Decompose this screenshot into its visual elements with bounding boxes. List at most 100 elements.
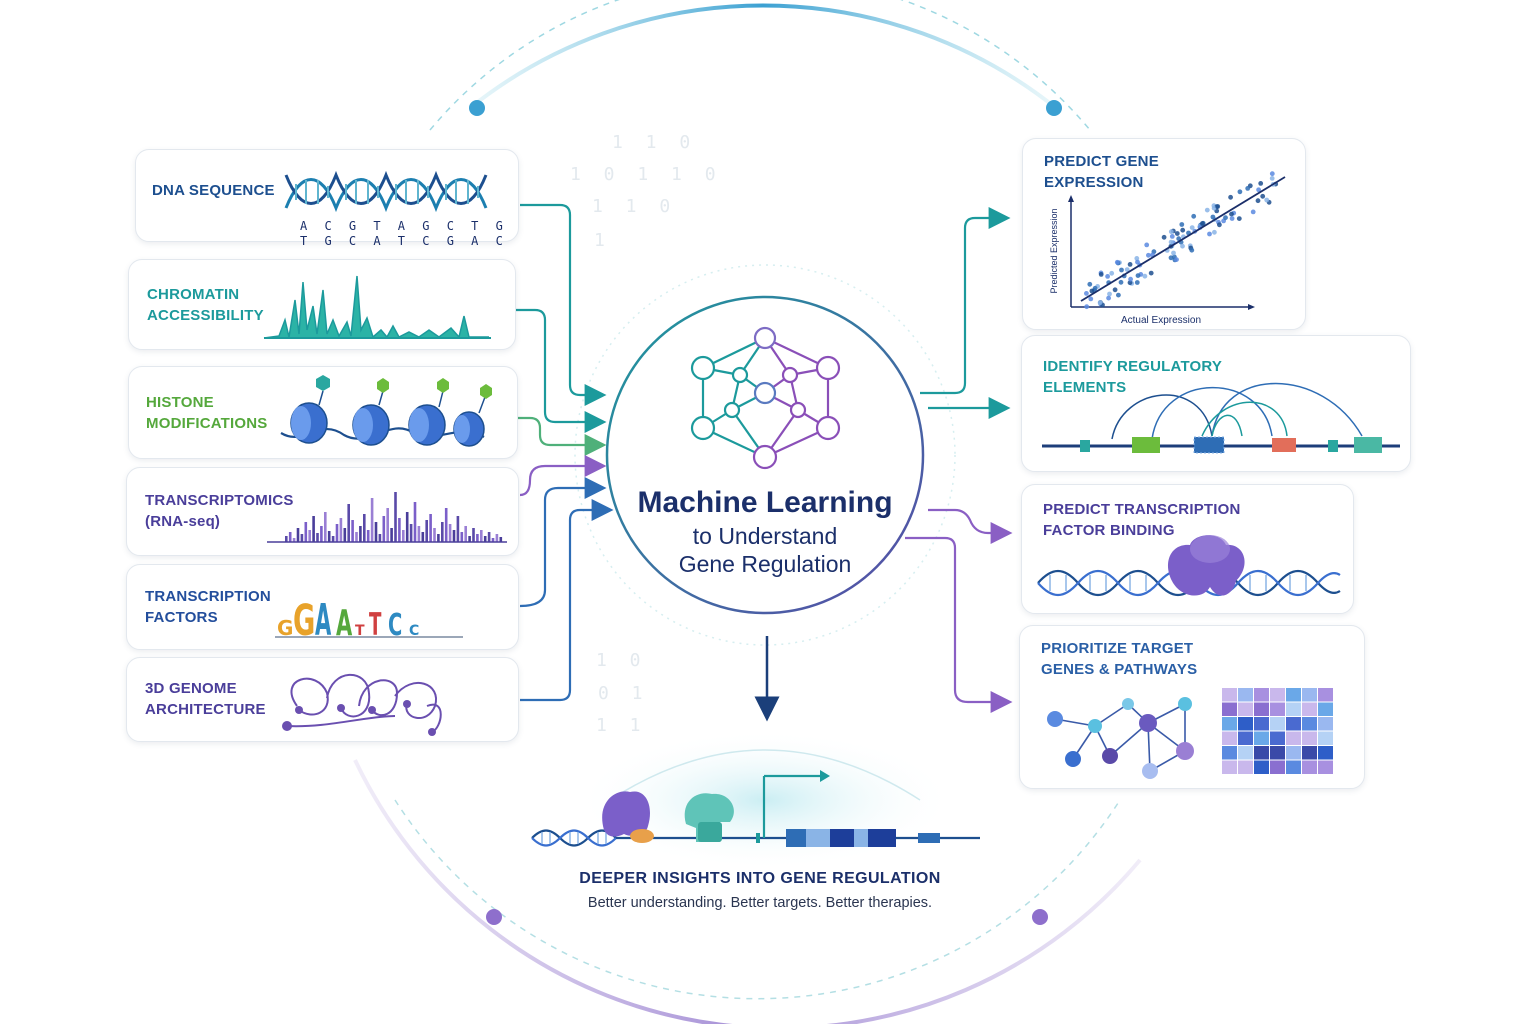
binary-decoration: 0 1 [598,683,649,704]
rna-seq-bar [441,522,444,542]
input-card-3d-genome: 3D GENOME ARCHITECTURE [126,657,519,742]
scatter-point [1191,213,1197,219]
heatmap-cell [1318,760,1333,774]
motif-letter: A [336,602,352,644]
heatmap-cell [1254,702,1269,716]
scatter-point [1148,270,1154,276]
scatter-point [1087,281,1093,287]
input-card-transcription-factors: TRANSCRIPTION FACTORS G G A A T T C C [126,564,519,650]
scatter-point [1168,239,1174,245]
scatter-point [1200,221,1205,226]
input-card-chromatin-accessibility: CHROMATIN ACCESSIBILITY [128,259,516,350]
rna-seq-bar [480,530,483,542]
rna-seq-bar [308,530,311,542]
regulatory-elements-track [1042,382,1400,454]
rna-seq-bar [339,518,343,542]
footer-title: DEEPER INSIGHTS INTO GENE REGULATION [579,870,941,887]
scatter-point [1260,193,1266,199]
scatter-point [1189,247,1195,253]
heatmap-cell [1302,702,1317,716]
input-card-histone-modifications: HISTONE MODIFICATIONS [128,366,518,459]
heatmap-cell [1302,731,1317,745]
binary-decoration: 1 1 [596,715,647,736]
rna-seq-bar [464,526,467,542]
heatmap-cell [1318,717,1333,731]
rna-seq-bar [324,512,327,542]
card-label: 3D GENOME ARCHITECTURE [145,680,266,718]
heatmap-cell [1254,746,1269,760]
heatmap-cell [1318,731,1333,745]
rna-seq-bar [363,514,366,542]
rna-seq-bar [444,508,448,542]
gene-regulation-illustration [531,770,980,847]
heatmap-cell [1222,688,1237,702]
rna-seq-bar [355,532,358,542]
rna-seq-bar [402,530,405,542]
card-label: TRANSCRIPTION FACTORS [145,588,271,626]
input-card-transcriptomics: TRANSCRIPTOMICS (RNA-seq) [126,467,519,556]
heatmap-cell [1318,702,1333,716]
binary-decoration: 1 [594,230,611,251]
scatter-point [1089,288,1095,294]
scatter-point [1212,229,1217,235]
sequence-logo-icon: G G A A T T C C [275,596,463,646]
scatter-point [1097,300,1103,306]
heatmap-cell [1286,717,1301,731]
heatmap-cell [1286,688,1301,702]
scatter-point [1229,216,1235,221]
rna-seq-bar [472,528,475,542]
footer-subtitle: Better understanding. Better targets. Be… [587,895,933,911]
heatmap-cell [1222,746,1237,760]
heatmap-cell [1238,688,1253,702]
scatter-point [1264,197,1270,203]
scatter-point [1258,181,1264,186]
scatter-point [1174,257,1179,262]
rna-seq-bar [433,528,436,542]
rna-seq-bar [452,530,456,542]
card-label: DNA SEQUENCE [152,182,275,199]
rna-seq-bar [413,502,417,542]
heatmap-cell [1270,760,1285,774]
rna-seq-bar [285,536,288,542]
scatter-point [1228,194,1233,200]
scatter-point [1105,274,1110,279]
rna-seq-bar [292,538,296,542]
motif-letter: C [409,623,419,639]
heatmap-cell [1286,746,1301,760]
heatmap-cell [1302,688,1317,702]
rna-seq-bar [300,534,304,542]
rna-seq-bar [421,532,425,542]
heatmap-cell [1222,731,1237,745]
rna-seq-bar [288,532,292,542]
scatter-point [1127,262,1133,267]
rna-seq-bar [429,514,432,542]
motif-letter: T [355,623,365,639]
rna-seq-bar [448,524,452,542]
rna-seq-bar [304,522,308,542]
heatmap-cell [1238,746,1253,760]
rna-seq-bar [487,532,491,542]
center-title: Machine Learning [637,486,893,519]
dna-helix-icon [284,170,488,213]
rna-seq-bar [316,533,319,542]
binary-decoration: 1 1 0 [592,196,677,217]
scatter-point [1269,171,1275,177]
scatter-point [1144,242,1150,248]
rna-seq-bar [370,498,374,542]
scatter-point [1211,205,1217,211]
card-label: HISTONE MODIFICATIONS [146,394,268,432]
scatter-point [1169,234,1175,239]
rna-seq-bar [296,528,300,542]
scatter-point [1229,211,1234,217]
rna-seq-bar [409,524,413,542]
heatmap-cell [1222,760,1237,774]
rna-seq-bar [347,504,350,542]
rna-seq-bar [398,518,401,542]
heatmap-cell [1238,702,1253,716]
scatter-point [1215,204,1221,209]
scatter-point [1174,231,1180,236]
card-label: IDENTIFY REGULATORY ELEMENTS [1043,358,1223,396]
card-label: TRANSCRIPTOMICS (RNA-seq) [145,492,294,530]
rna-seq-bar [335,524,339,542]
scatter-point [1171,250,1176,256]
